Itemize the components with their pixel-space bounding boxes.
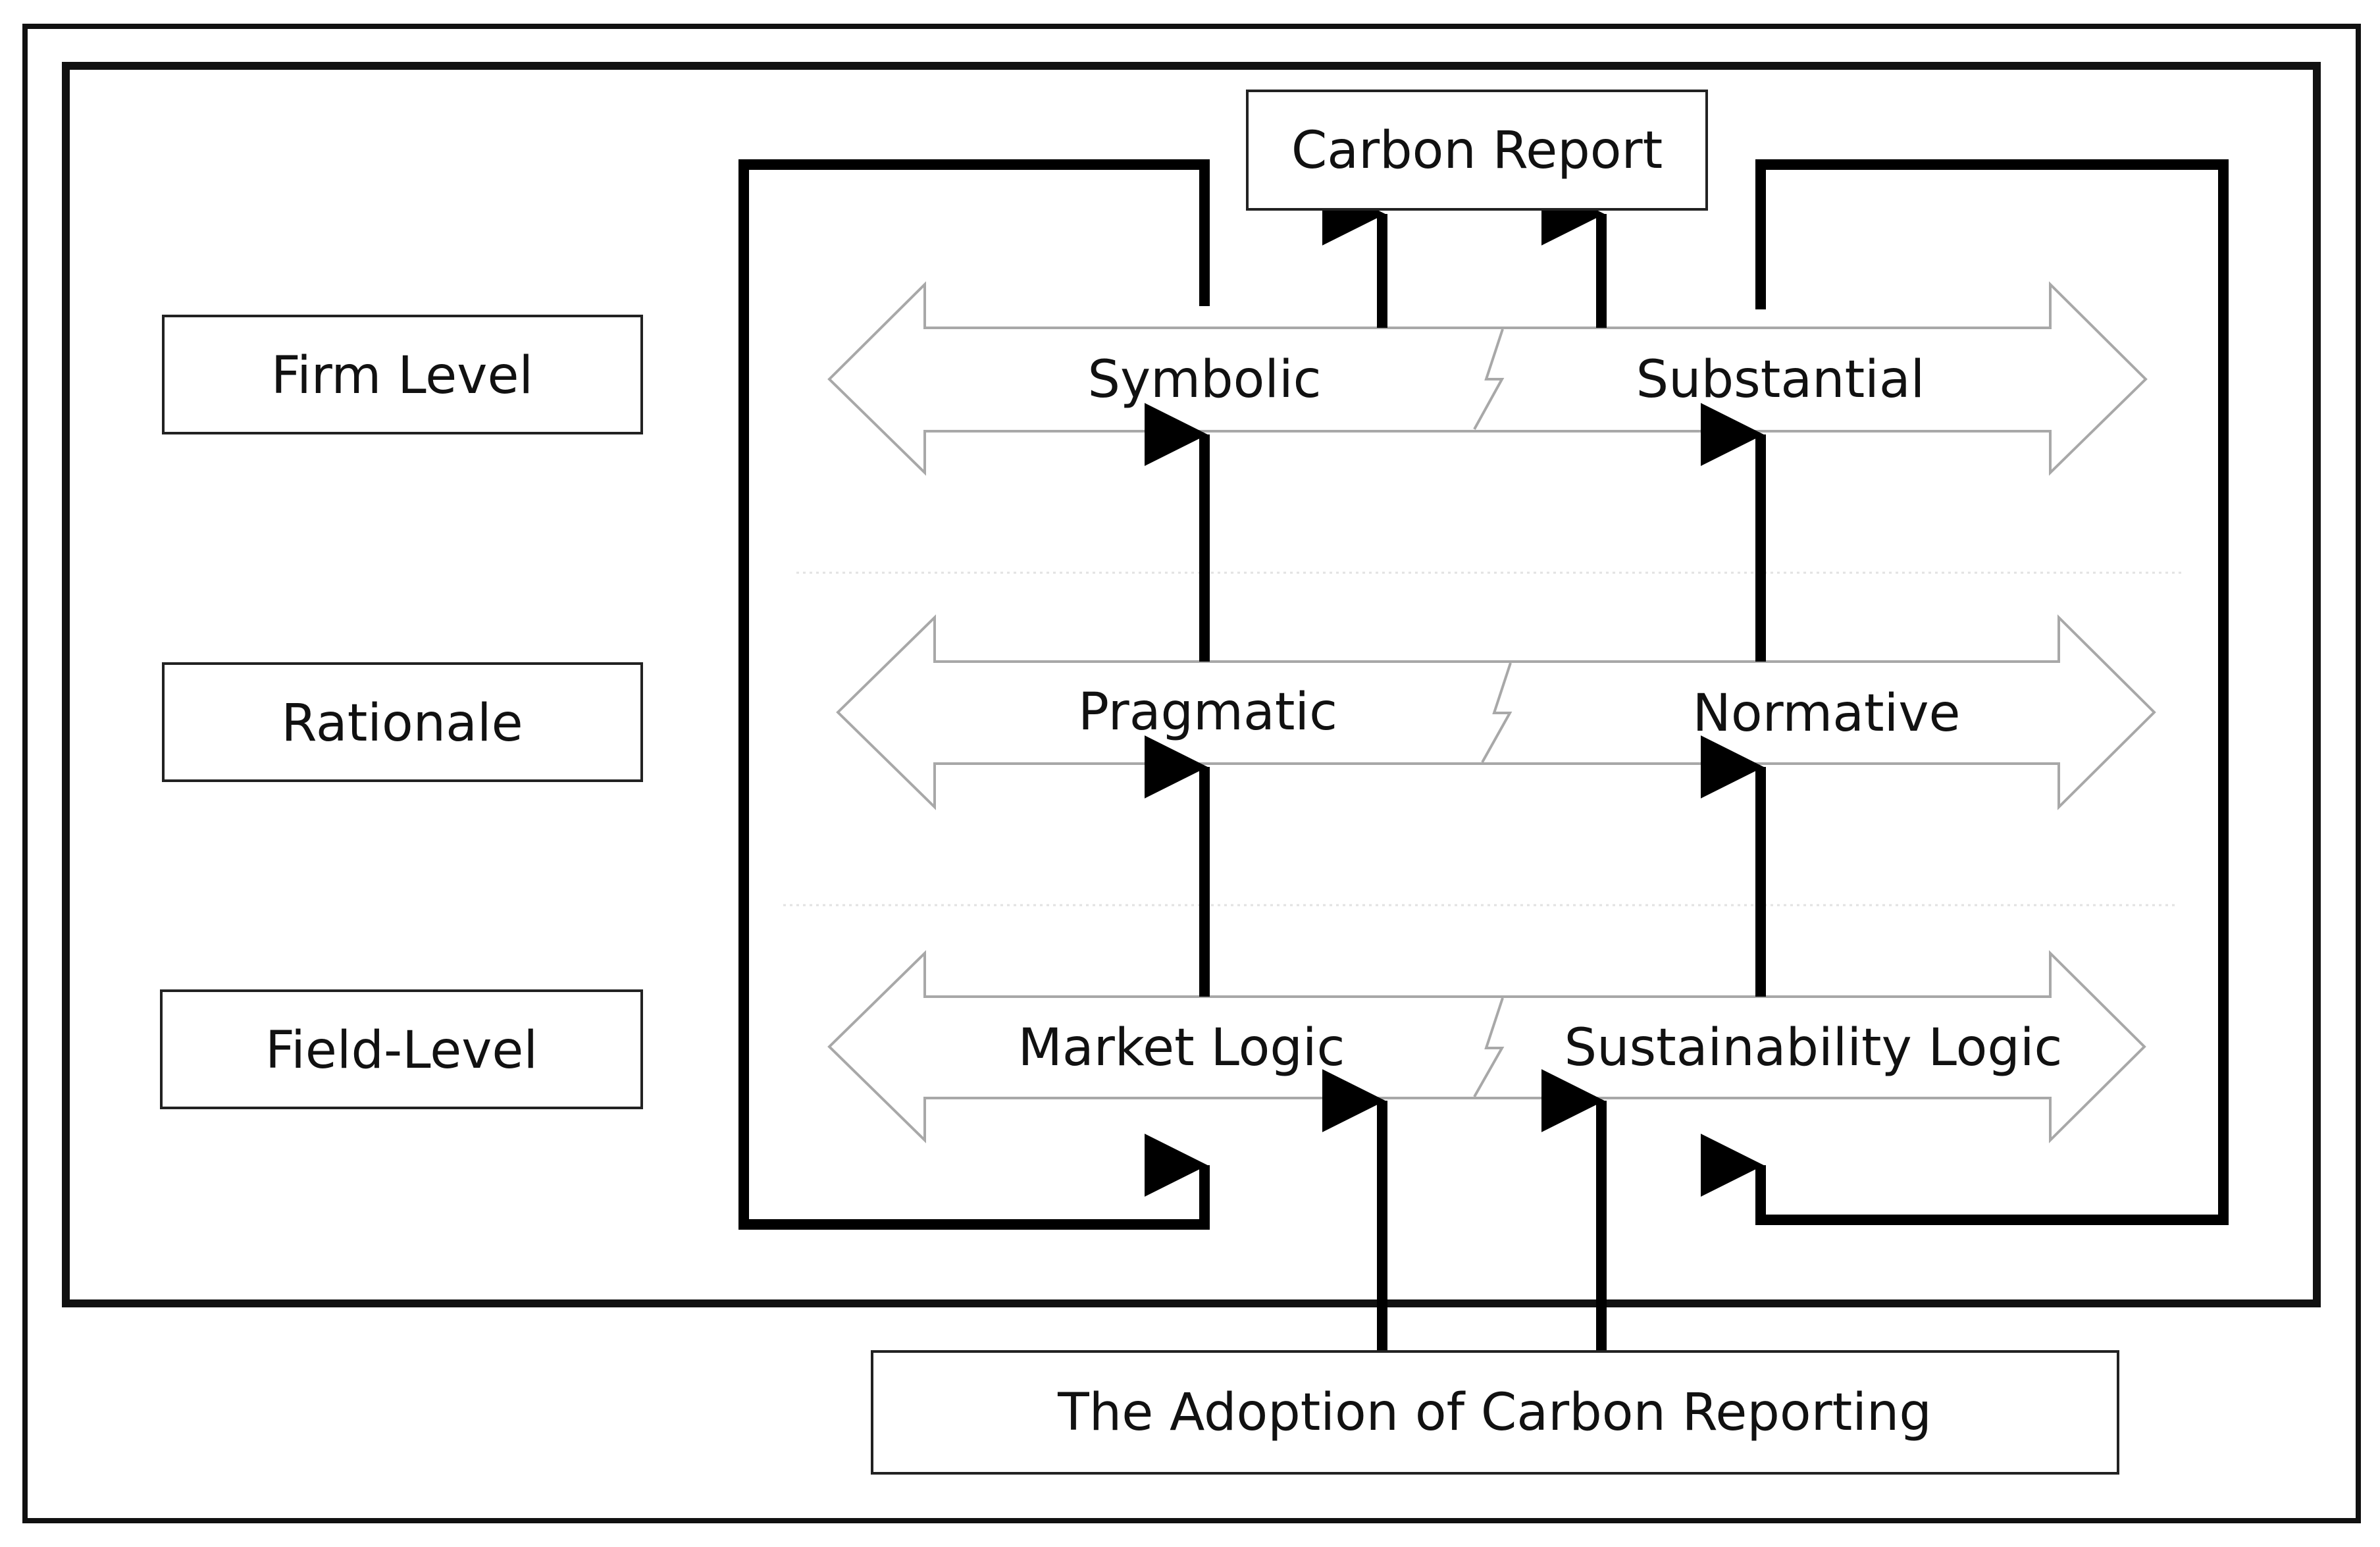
label-substantial: Substantial bbox=[1636, 350, 1925, 409]
label-normative: Normative bbox=[1693, 684, 1961, 743]
zigzag-rationale bbox=[1481, 662, 1513, 763]
level-box-rationale: Rationale bbox=[162, 662, 643, 782]
feedback-loop-left bbox=[738, 159, 1210, 1230]
label-market-logic: Market Logic bbox=[1018, 1018, 1345, 1078]
zigzag-firm bbox=[1473, 328, 1505, 430]
label-symbolic: Symbolic bbox=[1087, 350, 1321, 409]
level-label-field: Field-Level bbox=[265, 1021, 538, 1080]
level-label-rationale: Rationale bbox=[281, 694, 523, 753]
level-box-firm: Firm Level bbox=[162, 315, 643, 434]
level-label-firm: Firm Level bbox=[271, 346, 533, 406]
adoption-label: The Adoption of Carbon Reporting bbox=[1057, 1383, 1932, 1442]
feedback-loop-right bbox=[1700, 159, 2229, 1225]
outer-frame bbox=[22, 24, 2361, 1523]
label-sustainability-logic: Sustainability Logic bbox=[1565, 1018, 2063, 1078]
inner-frame bbox=[62, 62, 2321, 1307]
level-box-field: Field-Level bbox=[160, 989, 643, 1109]
carbon-report-label: Carbon Report bbox=[1291, 121, 1663, 180]
adoption-box: The Adoption of Carbon Reporting bbox=[871, 1350, 2119, 1475]
zigzag-field bbox=[1473, 997, 1505, 1097]
label-pragmatic: Pragmatic bbox=[1078, 683, 1337, 742]
carbon-report-box: Carbon Report bbox=[1246, 90, 1708, 211]
